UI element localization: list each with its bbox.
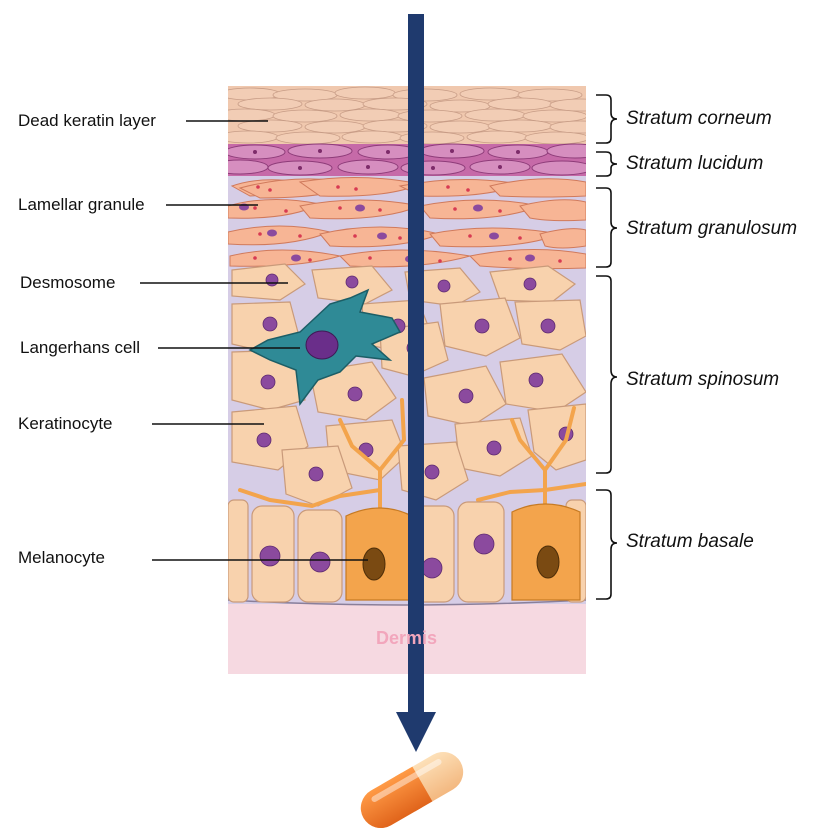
label-stratum-lucidum: Stratum lucidum [626, 153, 763, 175]
label-stratum-basale: Stratum basale [626, 531, 754, 553]
label-dead-keratin-layer: Dead keratin layer [18, 111, 156, 131]
label-melanocyte: Melanocyte [18, 548, 105, 568]
capsule-icon [354, 745, 471, 831]
label-desmosome: Desmosome [20, 273, 115, 293]
label-stratum-corneum: Stratum corneum [626, 108, 772, 130]
label-dermis: Dermis [376, 628, 437, 649]
layer-brackets [596, 95, 617, 599]
label-keratinocyte: Keratinocyte [18, 414, 113, 434]
label-langerhans-cell: Langerhans cell [20, 338, 140, 358]
label-stratum-spinosum: Stratum spinosum [626, 369, 779, 391]
label-lamellar-granule: Lamellar granule [18, 195, 145, 215]
label-stratum-granulosum: Stratum granulosum [626, 218, 797, 240]
stratum-lucidum-cells [212, 144, 603, 176]
